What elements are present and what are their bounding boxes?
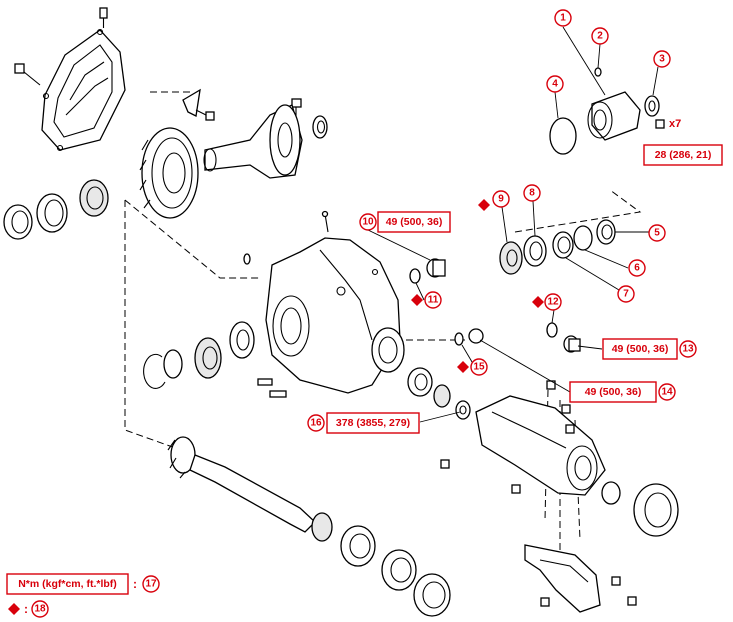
svg-text:1: 1: [560, 13, 566, 24]
plug-13: [563, 335, 581, 353]
housing-pins: [257, 378, 287, 398]
svg-text:49 (500, 36): 49 (500, 36): [585, 386, 642, 398]
ring-gear: [139, 127, 199, 219]
svg-text:10: 10: [362, 217, 374, 228]
svg-text:15: 15: [473, 362, 485, 373]
callout-5: 5: [648, 224, 666, 242]
pinion-race-1: [340, 525, 376, 567]
svg-text:N*m (kgf*cm, ft.*lbf): N*m (kgf*cm, ft.*lbf): [18, 578, 117, 590]
cover-bolt: [14, 63, 41, 86]
tube-bolts: [440, 380, 575, 494]
svg-text:12: 12: [547, 297, 559, 308]
legend-torque: N*m (kgf*cm, ft.*lbf) : 17: [6, 573, 160, 595]
retainer-bolt: [655, 119, 665, 129]
callout-15: 15: [457, 358, 488, 376]
gasket-15: [454, 332, 464, 346]
race-8: [523, 235, 547, 267]
o-ring-left: [163, 349, 183, 379]
callout-1: 1: [554, 9, 572, 27]
housing-stud: [321, 210, 329, 233]
seal-3: [644, 95, 660, 117]
svg-text::: :: [24, 602, 28, 616]
svg-text:9: 9: [498, 194, 504, 205]
callout-2: 2: [591, 27, 609, 45]
callout-16: 16 378 (3855, 279): [307, 412, 420, 434]
tube-race: [633, 483, 679, 537]
callout-11: 11: [411, 291, 442, 309]
callout-6: 6: [628, 259, 646, 277]
svg-text:8: 8: [529, 188, 535, 199]
extension-housing: [475, 395, 606, 496]
mount-bracket: [524, 544, 637, 613]
callout-12: 12: [532, 293, 562, 311]
o-ring-2: [594, 67, 602, 77]
callout-4: 4: [546, 75, 564, 93]
pinion-seal: [229, 321, 255, 359]
callout-7: 7: [617, 285, 635, 303]
plug-14: [468, 328, 484, 344]
gasket-12: [546, 322, 558, 338]
plug-10: [426, 258, 446, 278]
left-races: [3, 179, 109, 240]
leader-lines: [367, 26, 659, 423]
breather-plug: [99, 7, 108, 28]
dowel-pin: [243, 253, 251, 265]
gasket-11: [409, 268, 421, 284]
washer-5: [596, 219, 616, 245]
carrier-housing: [265, 237, 405, 394]
rear-bearing: [433, 384, 451, 408]
side-retainer-1: [587, 91, 641, 141]
svg-text:6: 6: [634, 263, 640, 274]
callout-14: 49 (500, 36) 14: [569, 381, 676, 403]
svg-text:3: 3: [659, 54, 665, 65]
callout-9: 9: [478, 190, 510, 211]
callout-8: 8: [523, 184, 541, 202]
svg-text:14: 14: [661, 387, 673, 398]
rear-bearing-race: [407, 367, 433, 397]
callout-1-torque: 28 (286, 21) x7: [643, 118, 723, 166]
pinion-race-3: [413, 573, 451, 617]
svg-text:18: 18: [34, 604, 46, 615]
callout-13: 49 (500, 36) 13: [602, 338, 697, 360]
tube-seal: [601, 481, 621, 505]
ring-7: [552, 231, 574, 259]
front-bearing: [194, 337, 222, 379]
svg-text:x7: x7: [669, 118, 681, 130]
differential-case: [203, 104, 303, 179]
carrier-cover: [41, 28, 126, 152]
svg-text:13: 13: [682, 344, 694, 355]
pinion-nut-16: [455, 400, 471, 420]
svg-text:28 (286, 21): 28 (286, 21): [655, 149, 712, 161]
svg-text:17: 17: [145, 579, 157, 590]
svg-text:49 (500, 36): 49 (500, 36): [386, 216, 443, 228]
drive-pinion: [167, 436, 316, 533]
washer-6: [573, 225, 593, 251]
bearing-9: [499, 241, 523, 275]
pinion-race-2: [381, 549, 417, 591]
svg-text:5: 5: [654, 228, 660, 239]
svg-text:11: 11: [428, 295, 439, 306]
svg-text:2: 2: [597, 31, 603, 42]
oil-seal-small: [312, 115, 328, 139]
o-ring-4: [549, 117, 577, 155]
svg-text::: :: [133, 577, 137, 591]
callout-3: 3: [653, 50, 671, 68]
svg-text:7: 7: [623, 289, 629, 300]
legend-diamond: : 18: [8, 600, 49, 618]
svg-text:16: 16: [310, 418, 322, 429]
small-bracket: [182, 88, 215, 121]
svg-text:4: 4: [552, 79, 558, 90]
pinion-bearing-inner: [311, 512, 333, 542]
svg-text:49 (500, 36): 49 (500, 36): [612, 343, 669, 355]
snap-ring: [143, 353, 166, 389]
svg-text:378 (3855, 279): 378 (3855, 279): [336, 417, 410, 429]
callout-10: 10 49 (500, 36): [359, 211, 451, 233]
